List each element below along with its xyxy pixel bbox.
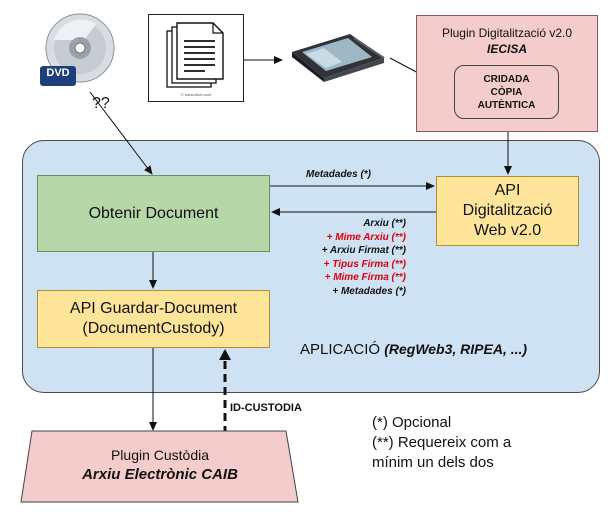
aplicacio-apps: (RegWeb3, RIPEA, ...) <box>384 341 528 357</box>
dvd-icon <box>40 13 115 86</box>
obtenir-label: Obtenir Document <box>88 204 219 222</box>
aplicacio-title: APLICACIÓ <box>300 341 381 358</box>
return-item: + Mime Arxiu (**) <box>326 231 406 243</box>
return-item: + Arxiu Firmat (**) <box>321 245 406 256</box>
id-custodia-label: ID-CUSTODIA <box>230 402 302 414</box>
guardar-line: (DocumentCustody) <box>82 320 225 337</box>
notes: (*) Opcional (**) Requereix com a mínim … <box>372 413 511 473</box>
api-dig-line: API <box>494 182 521 199</box>
api-dig-line: Web v2.0 <box>473 222 542 239</box>
note-line: (*) Opcional <box>372 414 452 431</box>
plugin-custodia-shape <box>20 430 299 503</box>
return-item: Arxiu (**) <box>363 218 406 229</box>
plugin-dig-vendor: IECISA <box>486 42 527 56</box>
doc-caption: © www.clker.com <box>180 92 212 97</box>
custodia-name: Arxiu Electrònic CAIB <box>82 466 238 483</box>
return-item: + Mime Firma (**) <box>324 272 406 283</box>
dvd-question: ?? <box>92 95 110 112</box>
plugin-dig-title: Plugin Digitalització v2.0 <box>441 26 573 40</box>
api-dig-line: Digitalització <box>462 202 553 219</box>
return-item: + Tipus Firma (**) <box>323 258 406 270</box>
custodia-title: Plugin Custòdia <box>110 447 210 463</box>
copia-line: CÒPIA <box>490 86 523 98</box>
paper-document: © www.clker.com <box>148 14 244 102</box>
arrow-dvd-to-obtenir <box>89 91 153 175</box>
obtenir-document-box: Obtenir Document <box>37 175 270 252</box>
return-items: Arxiu (**) + Mime Arxiu (**) + Arxiu Fir… <box>296 217 406 298</box>
api-guardar-document-box: API Guardar-Document (DocumentCustody) <box>37 290 270 348</box>
api-digitalitzacio-box: API Digitalització Web v2.0 <box>436 176 579 246</box>
scanner-icon <box>292 34 385 82</box>
dvd-label: DVD <box>46 67 70 79</box>
copia-autentica-box: CRIDADA CÒPIA AUTÈNTICA <box>454 65 559 119</box>
note-line: mínim un dels dos <box>372 454 494 471</box>
copia-line: AUTÈNTICA <box>477 99 536 111</box>
guardar-line: API Guardar-Document <box>69 300 238 317</box>
document-stack-icon <box>166 22 224 88</box>
copia-line: CRIDADA <box>483 73 530 85</box>
metadades-label: Metadades (*) <box>306 169 372 180</box>
return-item: + Metadades (*) <box>332 285 406 297</box>
aplicacio-label: APLICACIÓ (RegWeb3, RIPEA, ...) <box>300 341 527 358</box>
note-line: (**) Requereix com a <box>372 434 512 451</box>
